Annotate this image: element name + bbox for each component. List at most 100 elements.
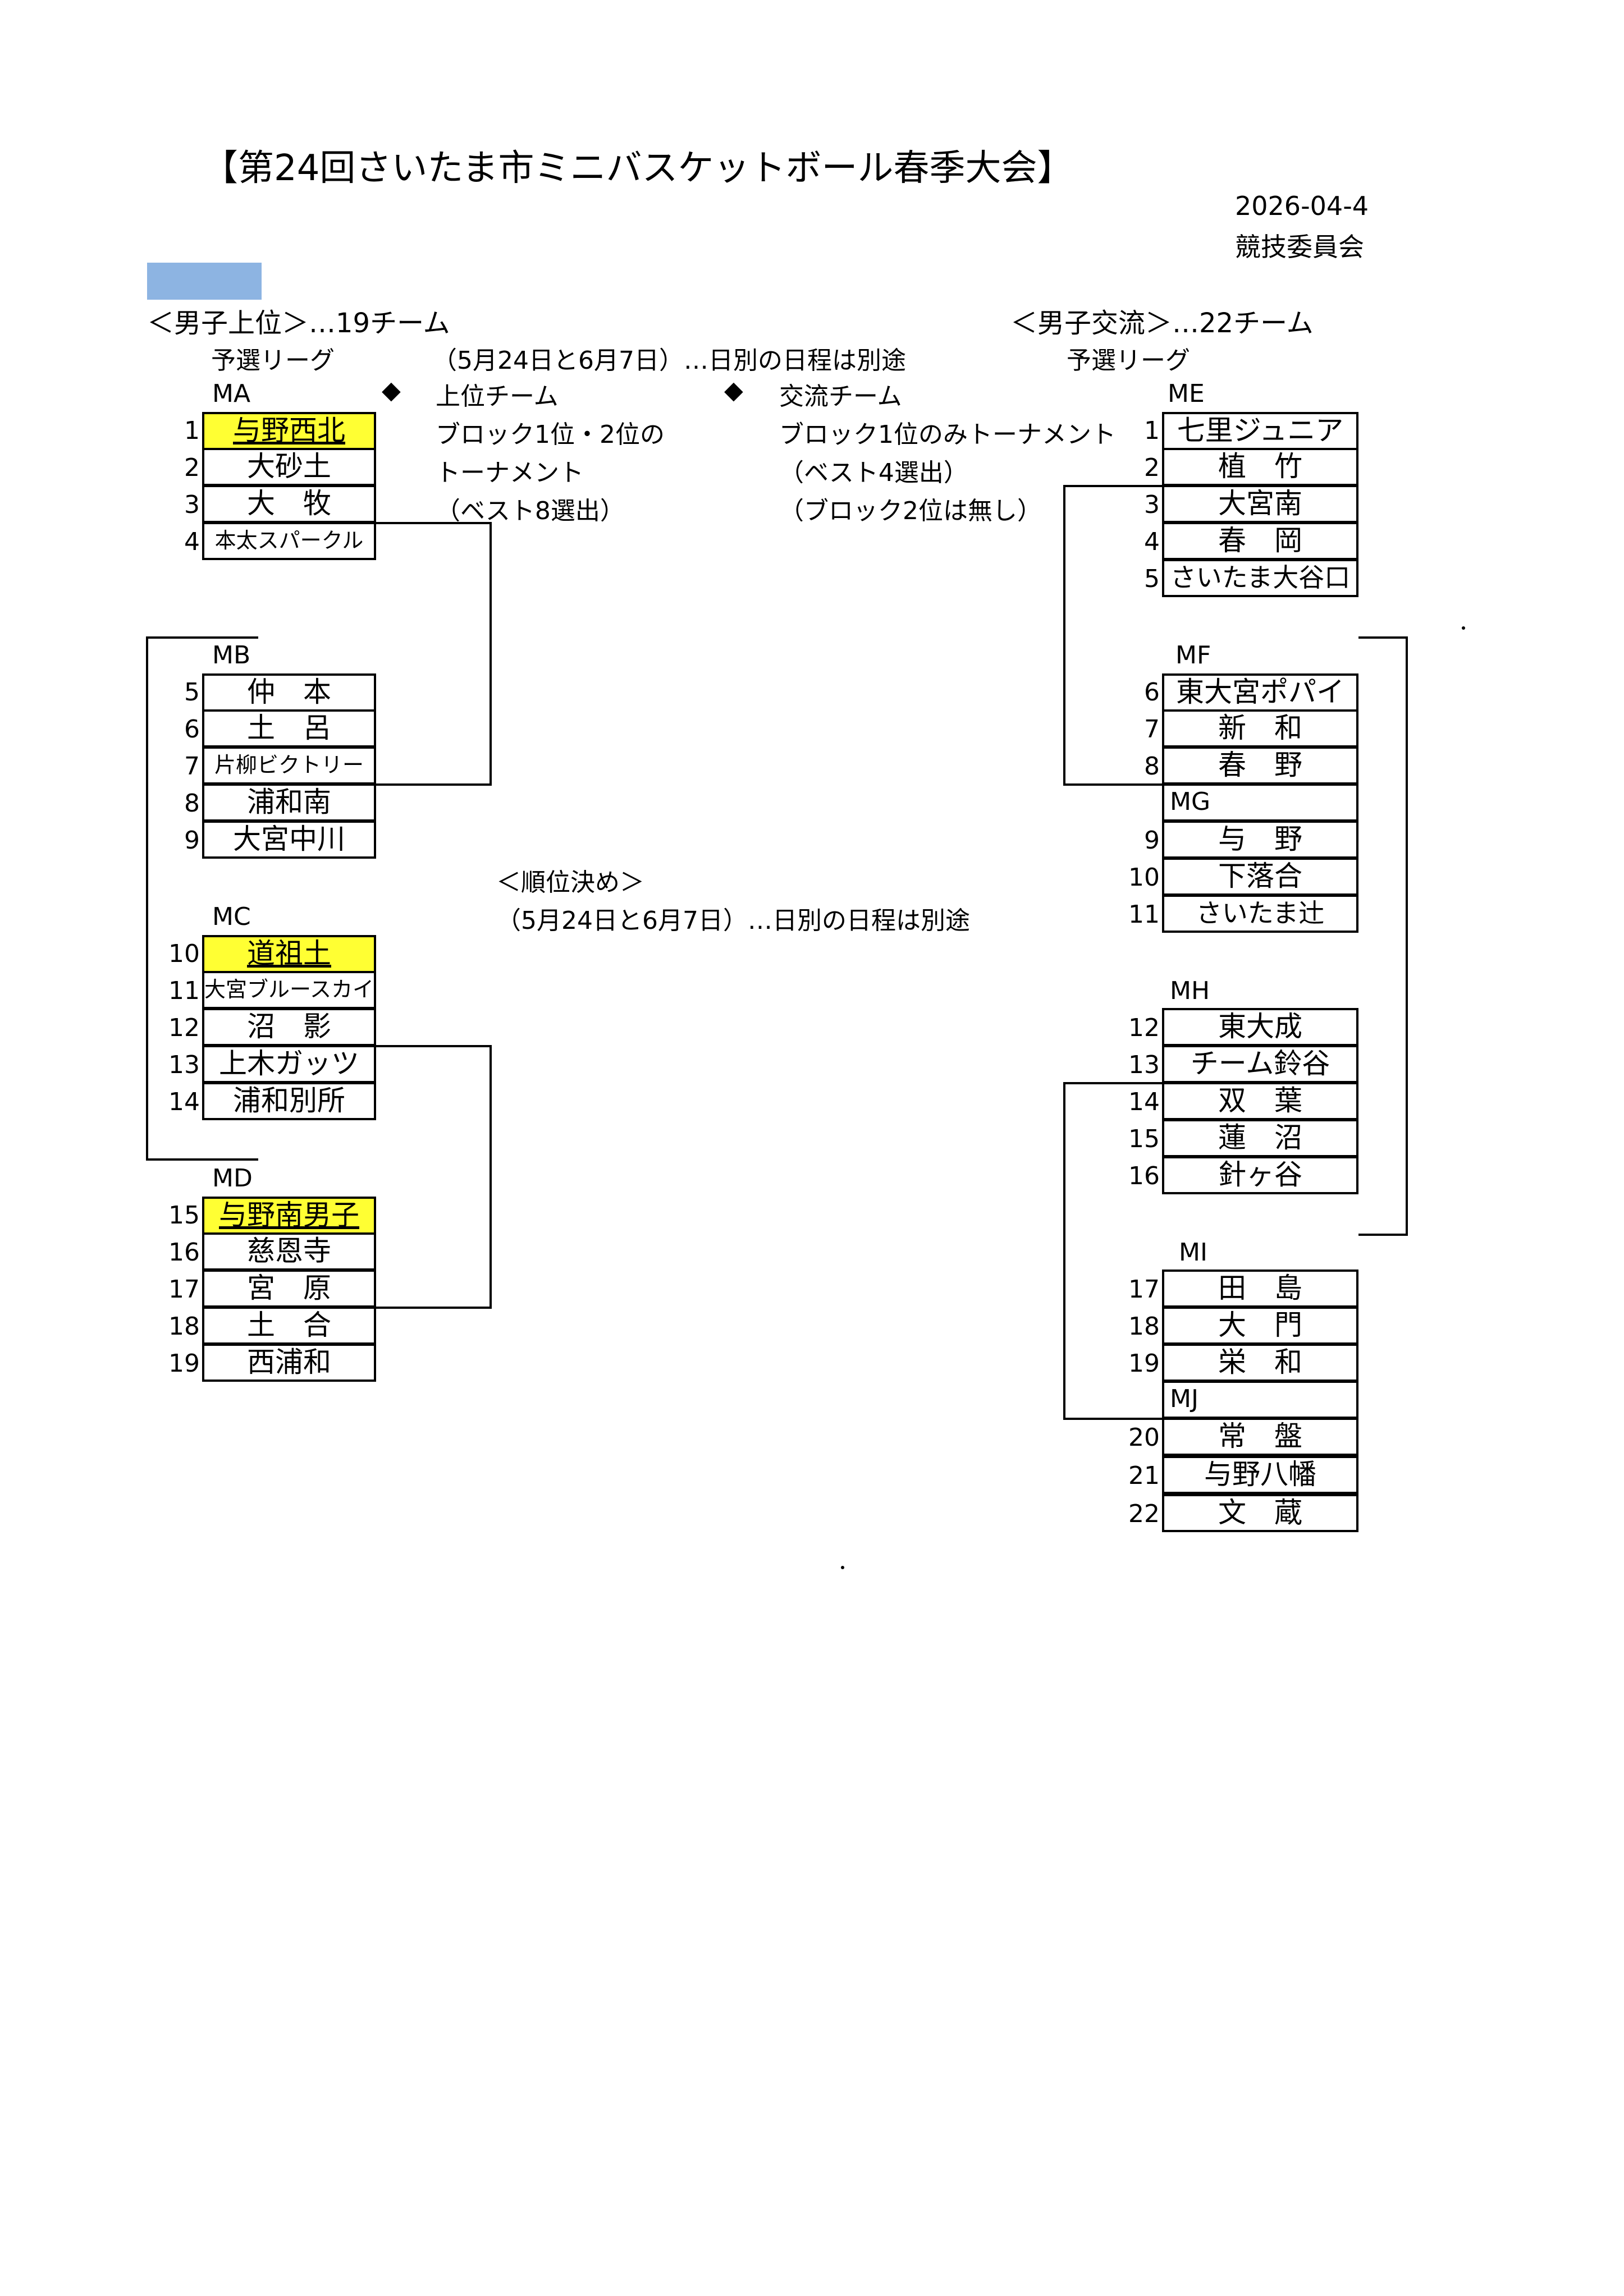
bracket-line xyxy=(146,636,148,1161)
team-name: 道祖土 xyxy=(247,937,331,970)
upper-note-title: 上位チーム xyxy=(436,382,559,411)
issue-date: 2026-04-4 xyxy=(1235,191,1369,221)
team-cell: 沼 影 xyxy=(202,1008,376,1046)
page-title: 【第24回さいたま市ミニバスケットボール春季大会】 xyxy=(202,148,1073,189)
team-number: 8 xyxy=(1144,752,1160,781)
team-number: 16 xyxy=(168,1238,200,1267)
team-cell: 大 牧 xyxy=(202,485,376,523)
committee-name: 競技委員会 xyxy=(1235,232,1364,262)
exchange-note-line3: （ブロック2位は無し） xyxy=(779,497,1042,525)
diamond-icon: ◆ xyxy=(382,376,401,405)
team-number: 2 xyxy=(184,453,200,482)
upper-note-line2: トーナメント xyxy=(436,459,584,487)
team-number: 10 xyxy=(1128,863,1160,892)
team-number: 5 xyxy=(1144,565,1160,593)
bracket-line xyxy=(1063,1082,1162,1084)
team-cell: 文 蔵 xyxy=(1162,1494,1358,1532)
exchange-note-title: 交流チーム xyxy=(779,382,902,411)
team-number: 22 xyxy=(1128,1500,1160,1528)
upper-schedule: （5月24日と6月7日）…日別の日程は別途 xyxy=(432,346,906,375)
block-label-mj: MJ xyxy=(1162,1381,1358,1419)
upper-note-line3: （ベスト8選出） xyxy=(436,497,625,525)
exchange-heading: ＜男子交流＞…22チーム xyxy=(1010,308,1314,339)
bracket-line xyxy=(1063,1082,1065,1420)
bracket-line xyxy=(1063,485,1065,786)
team-cell: 土 合 xyxy=(202,1307,376,1345)
team-number: 6 xyxy=(1144,678,1160,707)
team-cell: 栄 和 xyxy=(1162,1344,1358,1382)
bracket-line xyxy=(1358,1234,1408,1236)
team-number: 17 xyxy=(1128,1275,1160,1304)
team-number: 11 xyxy=(1128,900,1160,929)
team-cell: チーム鈴谷 xyxy=(1162,1045,1358,1083)
team-cell: 下落合 xyxy=(1162,858,1358,896)
team-number: 16 xyxy=(1128,1162,1160,1190)
team-cell: 浦和別所 xyxy=(202,1082,376,1120)
block-label-mb: MB xyxy=(212,641,251,670)
team-cell: 大砂土 xyxy=(202,448,376,486)
team-number: 4 xyxy=(184,528,200,556)
team-cell: 大宮中川 xyxy=(202,821,376,859)
team-cell: 田 島 xyxy=(1162,1270,1358,1308)
diamond-icon: ◆ xyxy=(724,376,743,405)
upper-note-line1: ブロック1位・2位の xyxy=(436,420,665,449)
block-label-me: ME xyxy=(1168,379,1205,408)
team-number: 4 xyxy=(1144,528,1160,556)
team-cell: 片柳ビクトリー xyxy=(202,746,376,785)
team-number: 3 xyxy=(184,491,200,519)
ranking-schedule: （5月24日と6月7日）…日別の日程は別途 xyxy=(496,906,970,935)
bracket-line xyxy=(375,1045,492,1047)
team-number: 20 xyxy=(1128,1423,1160,1452)
team-number: 2 xyxy=(1144,453,1160,482)
team-cell: 大宮ブルースカイ xyxy=(202,971,376,1009)
team-number: 21 xyxy=(1128,1461,1160,1490)
team-number: 13 xyxy=(168,1051,200,1079)
team-cell: 針ヶ谷 xyxy=(1162,1156,1358,1194)
team-cell: 大 門 xyxy=(1162,1307,1358,1345)
bracket-line xyxy=(1063,1418,1162,1420)
team-number: 11 xyxy=(168,977,200,1005)
team-number: 7 xyxy=(184,752,200,781)
bracket-line xyxy=(375,1307,492,1309)
color-legend-swatch xyxy=(147,263,262,300)
team-cell: さいたま辻 xyxy=(1162,895,1358,933)
team-number: 18 xyxy=(1128,1312,1160,1341)
block-label-mi: MI xyxy=(1179,1238,1207,1267)
bracket-line xyxy=(375,522,492,524)
bracket-line xyxy=(490,1045,492,1309)
bracket-line xyxy=(1406,636,1408,1236)
team-number: 9 xyxy=(184,826,200,855)
exchange-note-line1: ブロック1位のみトーナメント xyxy=(779,420,1116,449)
team-number: 5 xyxy=(184,678,200,707)
team-number: 6 xyxy=(184,715,200,744)
team-cell: さいたま大谷口 xyxy=(1162,559,1358,597)
team-number: 10 xyxy=(168,940,200,968)
upper-prelim-label: 予選リーグ xyxy=(211,346,335,375)
team-number: 18 xyxy=(168,1312,200,1341)
stray-dot xyxy=(841,1566,844,1569)
bracket-line xyxy=(1063,485,1162,487)
team-number: 14 xyxy=(1128,1088,1160,1116)
team-cell: 仲 本 xyxy=(202,673,376,712)
team-cell: 与野八幡 xyxy=(1162,1456,1358,1494)
team-cell: 本太スパークル xyxy=(202,522,376,560)
team-cell: 宮 原 xyxy=(202,1270,376,1308)
team-number: 8 xyxy=(184,789,200,818)
team-number: 19 xyxy=(1128,1349,1160,1378)
team-cell: 新 和 xyxy=(1162,709,1358,748)
bracket-line xyxy=(146,636,258,639)
block-label-mc: MC xyxy=(212,902,251,931)
team-number: 13 xyxy=(1128,1051,1160,1079)
team-cell: 蓮 沼 xyxy=(1162,1119,1358,1157)
team-number: 1 xyxy=(184,416,200,445)
team-cell: 春 岡 xyxy=(1162,522,1358,560)
team-cell: 双 葉 xyxy=(1162,1082,1358,1120)
bracket-line xyxy=(490,522,492,786)
team-cell: 大宮南 xyxy=(1162,485,1358,523)
team-number: 7 xyxy=(1144,715,1160,744)
exchange-prelim-label: 予選リーグ xyxy=(1067,346,1190,375)
team-number: 9 xyxy=(1144,826,1160,855)
block-label-md: MD xyxy=(212,1164,253,1193)
block-label-mg: MG xyxy=(1162,783,1358,822)
block-label-ma: MA xyxy=(212,379,251,408)
